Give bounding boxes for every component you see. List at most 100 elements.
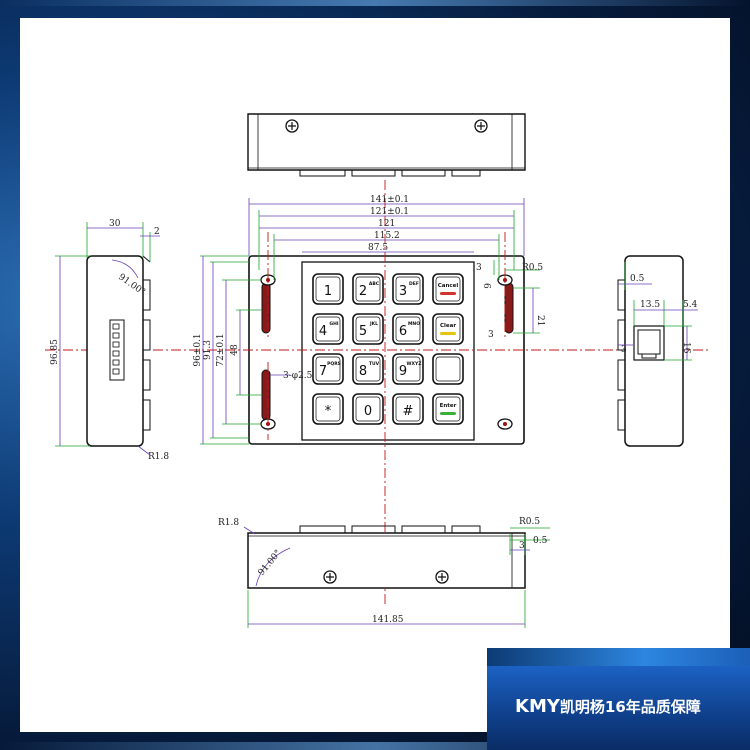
top-stripe: [0, 0, 750, 6]
keypad-key: Enter: [432, 393, 464, 425]
key-outline: [392, 313, 424, 345]
key-label: 3: [399, 284, 407, 299]
key-inner-outline: [315, 276, 341, 302]
dim-3-bottom: 3: [519, 541, 525, 551]
key-sublabel: JKL: [369, 321, 378, 327]
key-outline: [392, 393, 424, 425]
key-inner-outline: [355, 356, 381, 382]
dim-96: 96±0.1: [193, 333, 203, 366]
key-inner-outline: [395, 316, 421, 342]
key-inner-outline: [435, 396, 461, 422]
key-inner-outline: [315, 396, 341, 422]
key-sublabel: GHI: [329, 321, 338, 327]
key-outline: [432, 353, 464, 385]
key-inner-outline: [435, 276, 461, 302]
brand-text: KMY凯明杨16年品质保障: [515, 696, 701, 717]
dim-3-right: 3: [476, 263, 482, 273]
dim-r05-bottom: R0.5: [519, 517, 540, 527]
key-inner-outline: [435, 356, 461, 382]
key-inner-outline: [395, 396, 421, 422]
keypad-key: #: [392, 393, 424, 425]
dim-72: 72±0.1: [216, 333, 226, 366]
key-outline: [432, 393, 464, 425]
key-label: 1: [324, 284, 332, 299]
key-inner-outline: [395, 276, 421, 302]
brand-name: KMY: [515, 696, 560, 717]
keypad-key: *: [312, 393, 344, 425]
key-sublabel: Cancel: [438, 283, 459, 289]
dim-48: 48: [230, 344, 240, 356]
key-outline: [352, 313, 384, 345]
key-label: 8: [359, 364, 367, 379]
brand-banner: [487, 666, 750, 750]
key-sublabel: ABC: [369, 281, 380, 287]
key-label: 2: [359, 284, 367, 299]
key-inner-outline: [435, 316, 461, 342]
dim-r18-bottom: R1.8: [218, 518, 239, 528]
key-label: #: [403, 404, 414, 419]
key-outline: [312, 273, 344, 305]
key-label: 6: [399, 324, 407, 339]
key-sublabel: Enter: [440, 403, 457, 409]
key-color-bar: [440, 332, 456, 335]
key-outline: [392, 273, 424, 305]
key-sublabel: PQRS: [327, 361, 341, 367]
dim-121: 121±0.1: [370, 207, 409, 217]
key-outline: [432, 273, 464, 305]
dim-16: 16: [681, 342, 691, 354]
key-inner-outline: [315, 356, 341, 382]
dim-141: 141±0.1: [370, 195, 409, 205]
bottom-view: [247, 525, 526, 589]
keypad-key: 1: [312, 273, 344, 305]
key-inner-outline: [355, 276, 381, 302]
key-label: 7: [319, 364, 327, 379]
key-label: 4: [319, 324, 327, 339]
dim-05-bottom: 0.5: [533, 536, 548, 546]
key-label: 9: [399, 364, 407, 379]
dim-r18-left: R1.8: [148, 452, 169, 462]
key-outline: [432, 313, 464, 345]
key-outline: [312, 353, 344, 385]
key-sublabel: TUV: [369, 361, 380, 367]
key-outline: [312, 393, 344, 425]
dim-30: 30: [109, 219, 121, 229]
key-inner-outline: [315, 316, 341, 342]
dim-87: 87.5: [368, 243, 388, 253]
top-view-body: [247, 113, 526, 171]
key-label: *: [325, 404, 332, 419]
top-view-screws: [285, 119, 488, 133]
dim-5-4: 5.4: [683, 300, 698, 310]
right-side-view: [617, 255, 684, 447]
key-color-bar: [440, 292, 456, 295]
key-label: 0: [364, 404, 372, 419]
keypad-key: Cancel: [432, 273, 464, 305]
dim-121b: 121: [378, 219, 395, 229]
dim-3phi: 3-φ2.5: [283, 371, 313, 381]
key-outline: [392, 353, 424, 385]
key-outline: [352, 273, 384, 305]
key-sublabel: DEF: [409, 281, 419, 287]
key-label: 5: [359, 324, 367, 339]
key-inner-outline: [355, 316, 381, 342]
dim-3-side: 3: [621, 345, 627, 355]
top-dimension-lines: [248, 198, 525, 256]
keypad-key: 0: [352, 393, 384, 425]
keypad-key: Clear: [432, 313, 464, 345]
bottom-stripe: [0, 742, 750, 750]
dim-141-85: 141.85: [372, 615, 404, 625]
dim-91: 91.3: [203, 340, 213, 360]
key-color-bar: [440, 412, 456, 415]
key-inner-outline: [355, 396, 381, 422]
key-sublabel: MNO: [408, 321, 420, 327]
key-outline: [352, 353, 384, 385]
